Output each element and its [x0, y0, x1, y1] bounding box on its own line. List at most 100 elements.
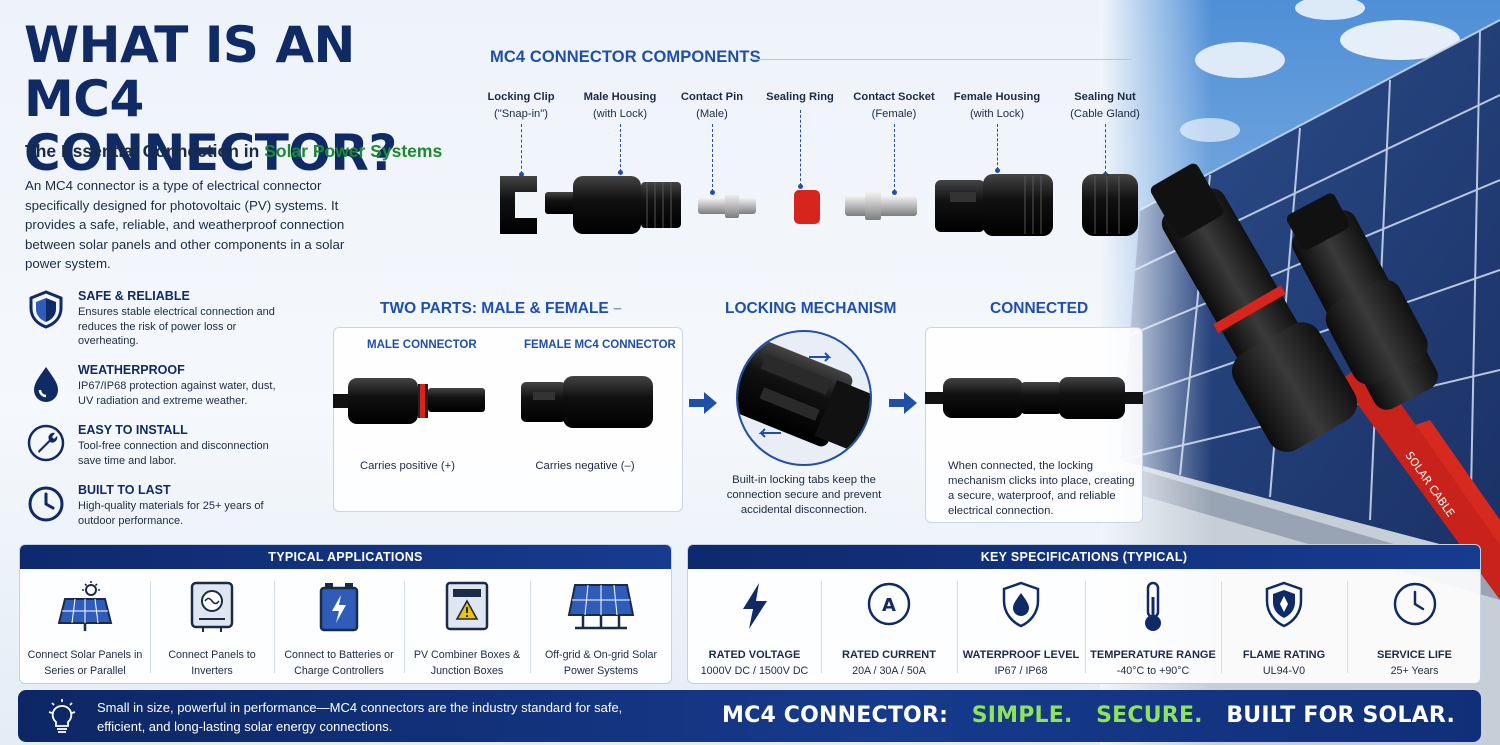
application-item: Connect Panels to Inverters: [150, 569, 274, 683]
component-label-sealing-nut: Sealing Nut(Cable Gland): [1050, 89, 1160, 123]
inverter-icon: [190, 581, 234, 632]
intro-paragraph: An MC4 connector is a type of electrical…: [25, 178, 345, 271]
component-label-sealing-ring: Sealing Ring: [745, 89, 855, 106]
application-item: Connect to Batteries or Charge Controlle…: [274, 569, 404, 683]
leader-line: [800, 110, 801, 186]
connected-connector-illustration: [925, 377, 1143, 419]
combiner-box-icon: [445, 581, 489, 631]
male-connector-illustration: [333, 378, 485, 424]
connected-caption: When connected, the locking mechanism cl…: [948, 460, 1135, 517]
application-item: PV Combiner Boxes & Junction Boxes: [404, 569, 530, 683]
part-contact-pin: [698, 194, 756, 218]
leader-line: [894, 124, 895, 192]
divider: [1085, 581, 1086, 673]
two-parts-title: TWO PARTS: MALE & FEMALE –: [380, 300, 622, 317]
spec-text: TEMPERATURE RANGE-40°C to +90°C: [1085, 647, 1221, 679]
waterproof-shield-icon: [1002, 581, 1040, 628]
spec-label: RATED VOLTAGE: [708, 649, 801, 661]
clock-icon: [28, 486, 64, 522]
component-sub: ("Snap-in"): [494, 108, 548, 120]
spec-value: UL94-V0: [1262, 665, 1306, 677]
subtitle-prefix: The Essential Connection in: [25, 141, 265, 161]
application-item: Connect Solar Panels in Series or Parall…: [20, 569, 150, 683]
application-label: Connect Solar Panels in Series or Parall…: [27, 649, 143, 677]
applications-box: TYPICAL APPLICATIONS Connect Solar Panel…: [19, 544, 672, 684]
connected-title: CONNECTED: [990, 300, 1089, 317]
feature-title: SAFE & RELIABLE: [78, 289, 190, 303]
male-female-illustration: [333, 376, 653, 428]
application-label: PV Combiner Boxes & Junction Boxes: [413, 649, 521, 677]
lightbulb-icon: [48, 699, 76, 733]
female-connector-label: FEMALE MC4 CONNECTOR: [524, 339, 676, 351]
feature-title: BUILT TO LAST: [78, 483, 171, 497]
lightning-icon: [742, 583, 767, 629]
component-sub: (with Lock): [592, 108, 648, 120]
slogan-prefix: MC4 CONNECTOR:: [722, 703, 949, 728]
clock-icon: [1393, 582, 1436, 626]
leader-dot: [710, 190, 715, 195]
component-name: Female Housing: [953, 91, 1041, 103]
leader-line: [712, 124, 713, 192]
arrow-right-icon: [689, 392, 717, 414]
leader-line: [521, 124, 522, 174]
leader-dot: [519, 172, 524, 177]
feature-desc: Tool-free connection and disconnection s…: [78, 440, 269, 467]
slogan-secure: SECURE.: [1096, 703, 1203, 728]
specs-box: KEY SPECIFICATIONS (TYPICAL) RATED VOLTA…: [687, 544, 1481, 684]
footer-slogan: MC4 CONNECTOR: SIMPLE. SECURE. BUILT FOR…: [722, 703, 1455, 728]
component-label-female-housing: Female Housing(with Lock): [942, 89, 1052, 123]
exploded-components: [500, 174, 1138, 236]
female-caption: Carries negative (–): [535, 460, 635, 472]
shield-icon: [29, 290, 63, 329]
application-label: Connect to Batteries or Charge Controlle…: [284, 649, 394, 677]
female-connector-illustration: [521, 376, 653, 428]
application-item: Off-grid & On-grid Solar Power Systems: [530, 569, 671, 683]
arrow-right-icon: [889, 392, 917, 414]
spec-value: 20A / 30A / 50A: [852, 665, 926, 677]
components-title: MC4 CONNECTOR COMPONENTS: [490, 48, 761, 66]
component-name: Locking Clip: [487, 91, 555, 103]
component-label-contact-socket: Contact Socket(Female): [839, 89, 949, 123]
divider: [1221, 581, 1222, 673]
page-subtitle: The Essential Connection in Solar Power …: [25, 141, 442, 162]
water-drop-icon: [34, 367, 58, 402]
feature-desc: Ensures stable electrical connection and…: [78, 306, 275, 347]
spec-label: TEMPERATURE RANGE: [1090, 649, 1216, 661]
male-caption: Carries positive (+): [359, 460, 456, 472]
divider: [957, 581, 958, 673]
solar-array-icon: [567, 584, 635, 630]
part-female-housing: [935, 174, 1053, 236]
application-label: Off-grid & On-grid Solar Power Systems: [544, 649, 658, 677]
component-name: Contact Pin: [680, 91, 744, 103]
spec-value: IP67 / IP68: [994, 665, 1048, 677]
leader-dot: [618, 170, 623, 175]
leader-dot: [798, 184, 803, 189]
divider: [274, 581, 275, 673]
component-name: Male Housing: [583, 91, 657, 103]
spec-label: SERVICE LIFE: [1377, 649, 1452, 661]
ampere-glyph: A: [882, 595, 896, 616]
part-sealing-ring: [794, 190, 820, 224]
page-title-line1: WHAT IS AN: [24, 16, 355, 74]
battery-icon: [319, 583, 359, 632]
leader-line: [997, 124, 998, 170]
page-title-line2: MC4 CONNECTOR?: [24, 70, 397, 182]
component-sub: (Male): [696, 108, 728, 120]
part-male-housing: [545, 176, 681, 234]
divider: [150, 581, 151, 673]
feature-desc: IP67/IP68 protection against water, dust…: [78, 380, 276, 407]
leader-line: [1105, 124, 1106, 174]
spec-item: TEMPERATURE RANGE-40°C to +90°C: [1085, 569, 1221, 683]
component-name: Contact Socket: [853, 91, 935, 103]
thermometer-icon: [1145, 581, 1161, 631]
footer-text: Small in size, powerful in performance—M…: [97, 700, 623, 734]
slogan-simple: SIMPLE.: [971, 703, 1073, 728]
slogan-built: BUILT FOR SOLAR.: [1226, 703, 1456, 728]
